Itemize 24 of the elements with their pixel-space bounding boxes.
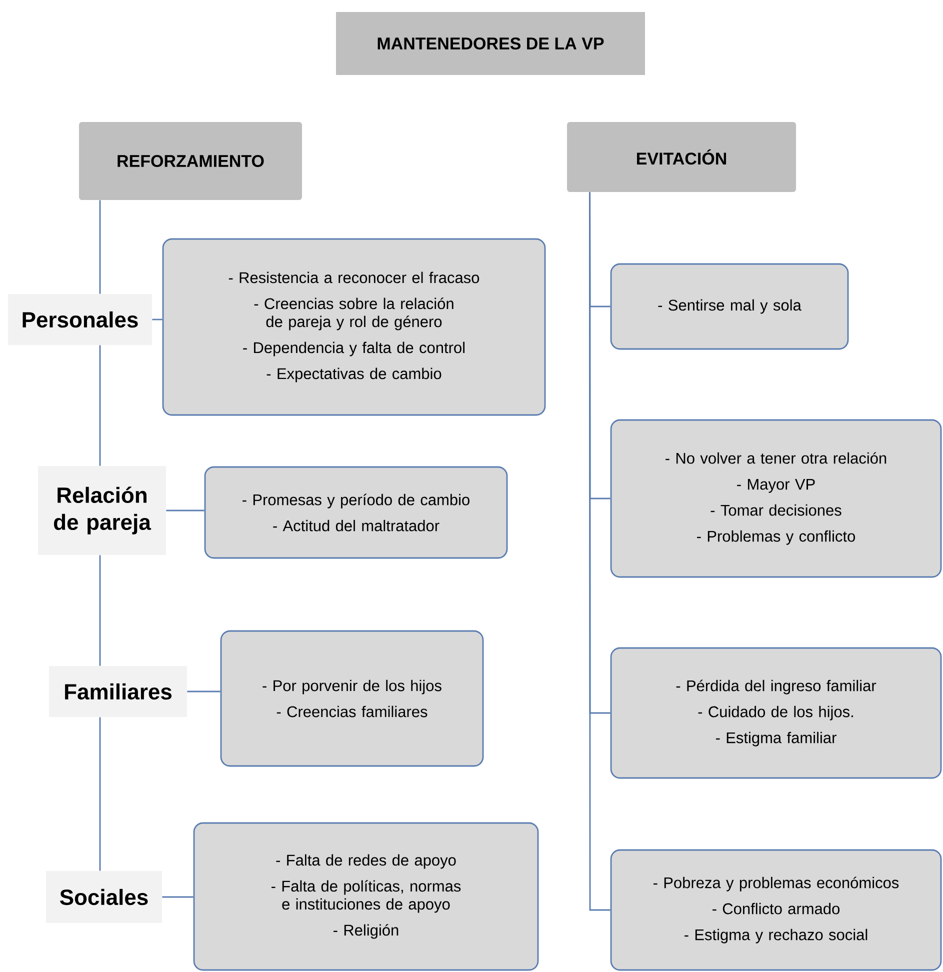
item-box: - Pobreza y problemas económicos - Conflicto armado - Estigma y rechazo social <box>610 849 942 971</box>
connector-line <box>152 318 162 320</box>
item-box: - Sentirse mal y sola <box>610 263 849 350</box>
item-box: - Por porvenir de los hijos - Creencias familiares <box>220 630 484 767</box>
category-label: Personales <box>8 294 152 345</box>
header-box: EVITACIÓN <box>567 122 796 192</box>
category-label: Relación de pareja <box>38 466 166 555</box>
item-box: - Promesas y período de cambio - Actitud del maltratador <box>204 466 508 559</box>
connector-line <box>99 555 101 666</box>
connector-line <box>99 345 101 466</box>
connector-line <box>589 192 610 911</box>
item-box: - Falta de redes de apoyo - Falta de políticas, normas e instituciones de apoyo - Religión <box>193 822 539 971</box>
category-label: Sociales <box>46 871 162 924</box>
connector-line <box>162 896 194 898</box>
item-box: - No volver a tener otra relación - Mayor VP - Tomar decisiones - Problemas y conflicto <box>610 419 942 578</box>
connector-line <box>99 200 101 294</box>
item-box: - Pérdida del ingreso familiar - Cuidado de los hijos. - Estigma familiar <box>610 647 942 779</box>
category-label: Familiares <box>49 666 187 717</box>
connector-line <box>187 690 220 692</box>
item-box: - Resistencia a reconocer el fracaso - Creencias sobre la relación de pareja y rol de género - Dependencia y falta de control - Expectativas de cambio <box>162 238 546 416</box>
header-box: REFORZAMIENTO <box>79 122 302 200</box>
title-box: MANTENEDORES DE LA VP <box>336 12 645 75</box>
connector-line <box>99 717 101 871</box>
connector-line <box>166 510 204 512</box>
